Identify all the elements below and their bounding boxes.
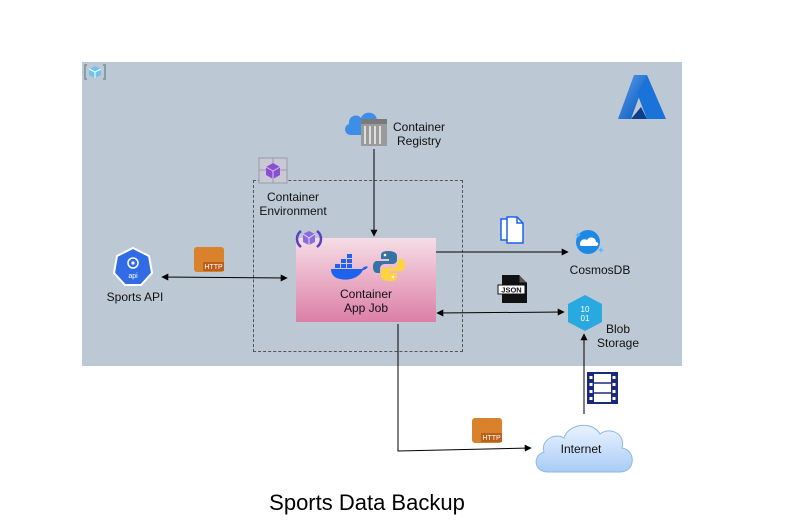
json-file-icon: JSON xyxy=(497,275,527,303)
film-strip-icon xyxy=(587,372,618,404)
container-registry-label-line2: Registry xyxy=(396,134,441,148)
edge-api-job xyxy=(161,273,288,282)
container-app-job-label: Container App Job xyxy=(296,287,436,315)
container-app-job-node[interactable] xyxy=(296,238,436,322)
http-internet-icon: HTTP xyxy=(472,418,502,443)
container-environment-boundary xyxy=(253,180,463,352)
blob-bits-line2: 01 xyxy=(581,314,590,323)
container-environment-label-line1: Container xyxy=(266,190,320,204)
edge-job-blob xyxy=(436,308,565,317)
http-badge-text-2: HTTP xyxy=(482,435,501,442)
container-app-job-label-line2: App Job xyxy=(343,301,389,315)
cosmosdb-icon[interactable] xyxy=(568,224,608,260)
python-icon xyxy=(373,251,405,281)
azure-logo-icon xyxy=(618,75,666,119)
docker-icon xyxy=(331,254,368,280)
api-badge-text: api xyxy=(128,273,138,280)
blob-storage-label-line1: Blob xyxy=(605,322,631,336)
sports-api-label: Sports API xyxy=(106,290,164,304)
resource-group-icon xyxy=(84,64,106,80)
edge-job-to-internet xyxy=(397,324,532,452)
container-apps-icon xyxy=(295,230,323,248)
json-badge-text: JSON xyxy=(501,286,521,295)
documents-icon xyxy=(500,216,524,244)
container-environment-label-line2: Environment xyxy=(259,204,327,218)
blob-storage-label: Blob Storage xyxy=(594,322,642,350)
container-environment-label: Container Environment xyxy=(253,190,333,218)
container-app-job-label-line1: Container xyxy=(339,287,393,301)
diagram-title: Sports Data Backup xyxy=(269,490,465,515)
blob-bits-line1: 10 xyxy=(581,305,590,314)
blob-storage-label-line2: Storage xyxy=(596,336,640,350)
cosmosdb-label: CosmosDB xyxy=(569,263,631,277)
container-registry-icon xyxy=(345,112,387,146)
http-request-icon: HTTP xyxy=(194,247,224,272)
sports-api-icon[interactable]: api xyxy=(112,246,154,286)
internet-label: Internet xyxy=(560,442,602,456)
http-badge-text: HTTP xyxy=(204,264,223,271)
container-registry-label-line1: Container xyxy=(392,120,446,134)
container-registry-label: Container Registry xyxy=(384,120,454,148)
blob-storage-icon[interactable]: 10 01 xyxy=(565,294,605,332)
internet-cloud-icon[interactable] xyxy=(530,416,638,480)
container-environment-icon xyxy=(258,157,288,184)
